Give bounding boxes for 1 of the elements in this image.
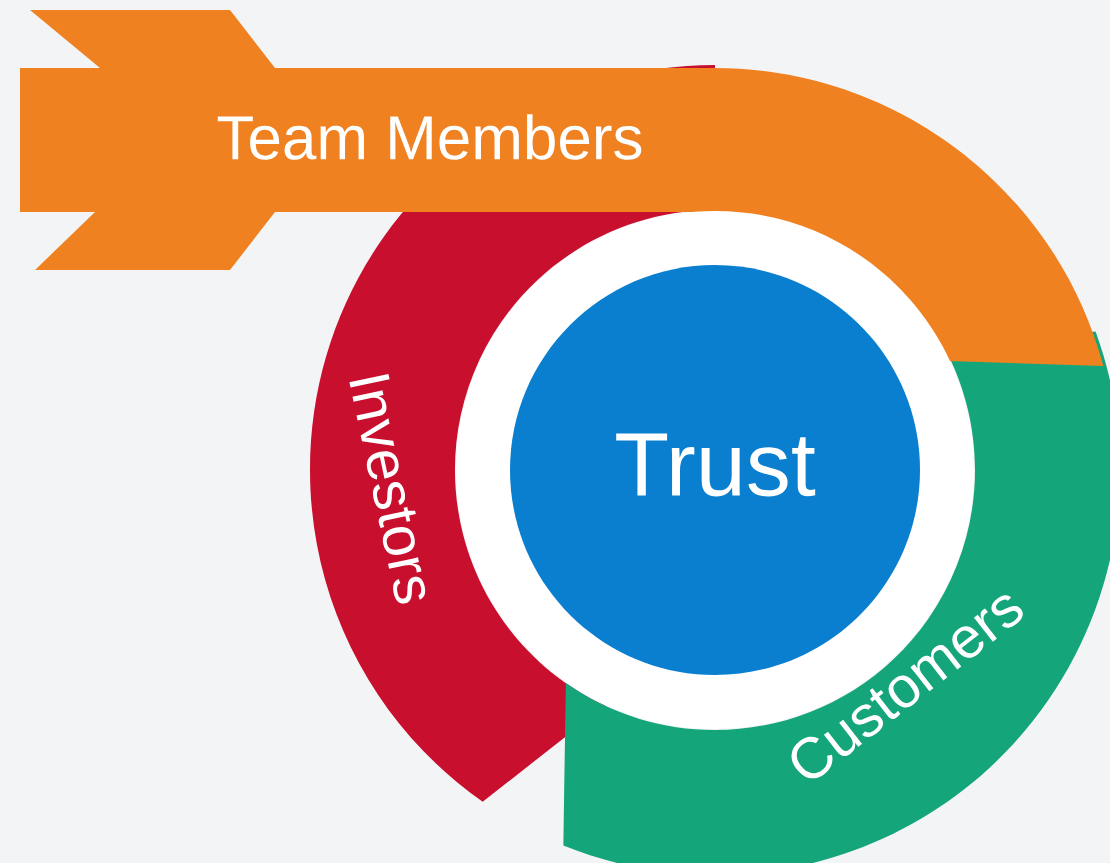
arrow-band: Team Members <box>20 10 1104 366</box>
